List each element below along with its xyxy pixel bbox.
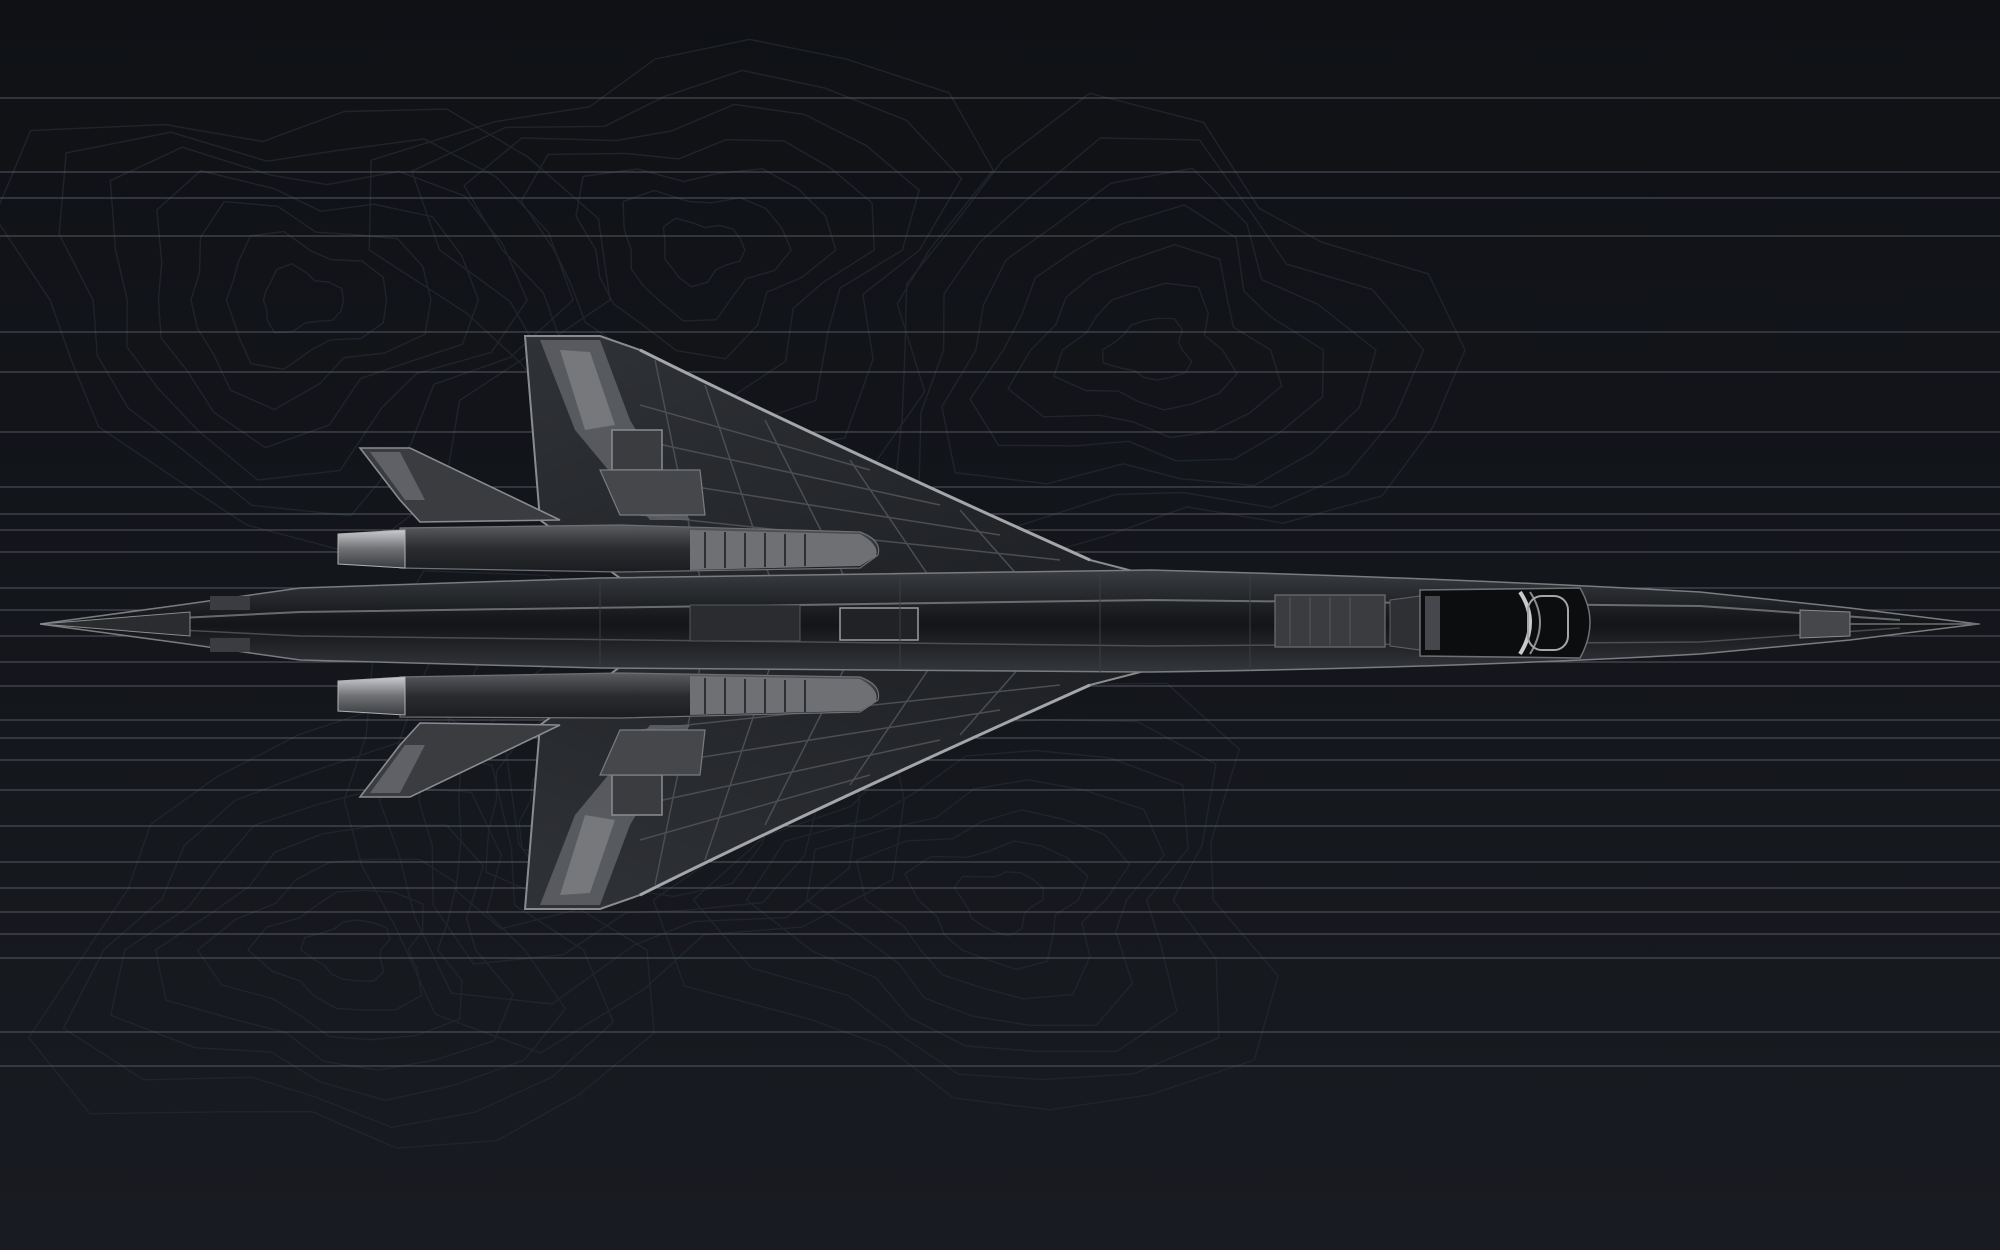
lower-engine-nacelle bbox=[399, 672, 880, 719]
fuselage bbox=[39, 569, 1980, 673]
contour-line bbox=[1053, 282, 1238, 411]
contour-line bbox=[903, 840, 1089, 971]
contour-line bbox=[109, 785, 567, 1102]
contour-line bbox=[575, 168, 837, 360]
contour-line bbox=[299, 919, 391, 982]
lower-exhaust-nozzle bbox=[337, 676, 406, 716]
contour-line bbox=[520, 138, 875, 397]
contour-line bbox=[745, 749, 1189, 1053]
contour-line bbox=[196, 858, 463, 1041]
contour-line bbox=[953, 871, 1045, 937]
contour-line bbox=[662, 217, 746, 288]
contour-line bbox=[463, 103, 920, 427]
contour-line bbox=[1101, 317, 1193, 381]
contour-line bbox=[262, 262, 345, 334]
contour-line bbox=[246, 889, 424, 1011]
contour-line bbox=[891, 92, 1466, 573]
contour-line bbox=[190, 200, 432, 411]
upper-engine-nacelle bbox=[399, 524, 880, 573]
contour-line bbox=[855, 809, 1131, 1000]
contour-line bbox=[58, 131, 574, 517]
cockpit-canopy bbox=[1419, 587, 1591, 659]
contour-line bbox=[154, 824, 514, 1071]
contour-line bbox=[918, 137, 1425, 529]
contour-line bbox=[225, 230, 388, 371]
contour-line bbox=[692, 719, 1220, 1081]
upper-tailplane bbox=[358, 447, 561, 523]
upper-exhaust-nozzle bbox=[337, 529, 406, 569]
contour-line bbox=[941, 167, 1377, 487]
contour-line bbox=[652, 682, 1279, 1111]
aircraft bbox=[39, 335, 1980, 910]
contour-line bbox=[1007, 243, 1283, 439]
contour-line bbox=[969, 204, 1325, 462]
lower-wing bbox=[523, 666, 1161, 910]
upper-wing bbox=[523, 335, 1161, 579]
contour-line bbox=[410, 69, 963, 453]
contour-line bbox=[156, 170, 480, 449]
lower-tailplane bbox=[358, 722, 561, 798]
contour-line bbox=[62, 741, 615, 1129]
